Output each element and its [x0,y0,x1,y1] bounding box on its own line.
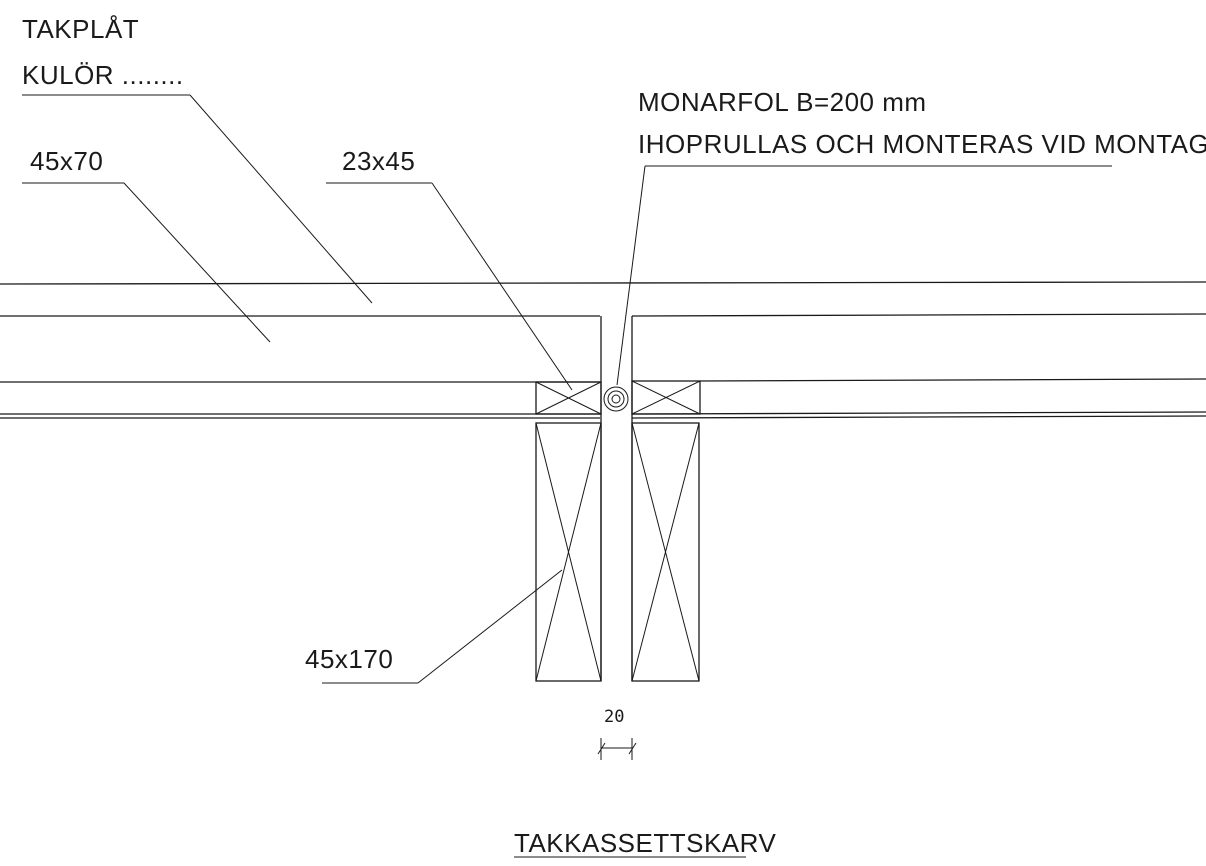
monarfol-roll-symbol [603,386,629,412]
kulor-label: KULÖR ........ [22,60,184,90]
leader-lines [22,94,1112,684]
joist-45x170-left [535,422,602,682]
gap-dimension-value: 20 [604,707,624,727]
drawing-title: TAKKASSETTSKARV [514,828,776,858]
joist-45x170-right [631,422,700,682]
joist-45x170-label: 45x170 [305,644,393,674]
batten-45x70-label: 45x70 [30,146,103,176]
batten-23x45-label: 23x45 [342,146,415,176]
cassette-edges [600,316,633,681]
monarfol-note: IHOPRULLAS OCH MONTERAS VID MONTAGE [638,129,1206,159]
batten-23x45-left [535,381,602,415]
batten-23x45-right [631,380,701,415]
monarfol-label: MONARFOL B=200 mm [638,87,927,117]
gap-dimension [597,738,637,760]
takplat-label: TAKPLÅT [22,14,139,44]
roof-layers [0,281,1206,419]
